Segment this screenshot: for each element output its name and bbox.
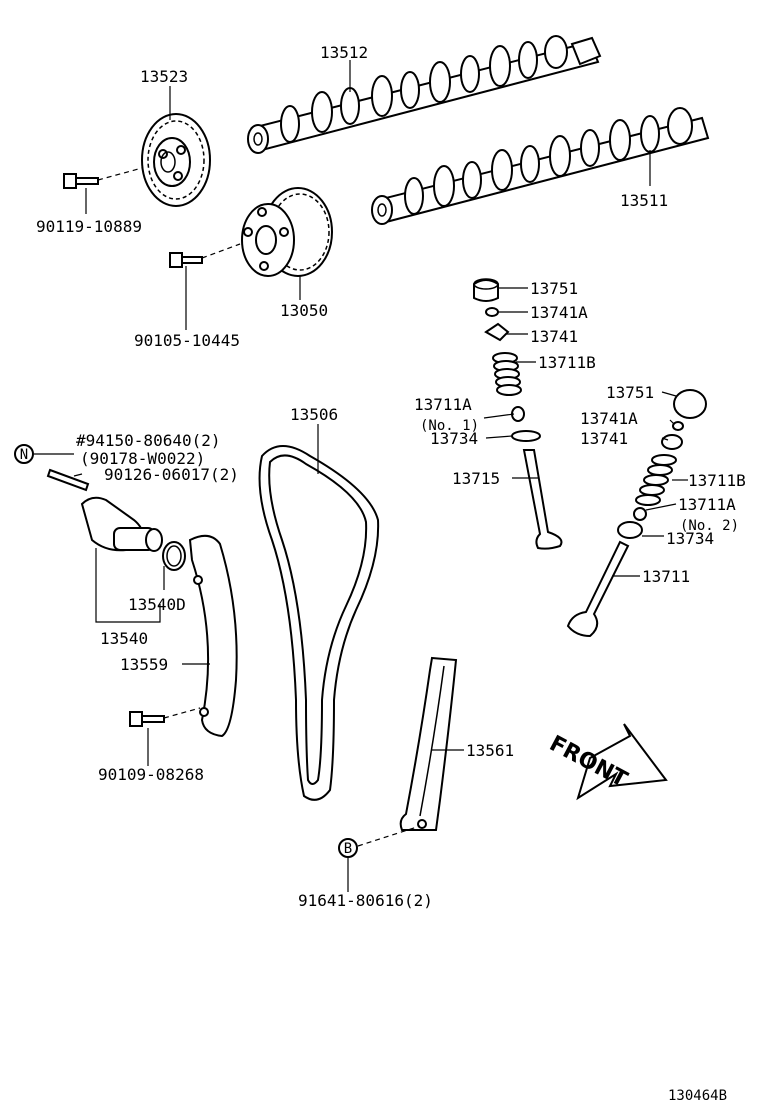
label-90126-06017: 90126-06017(2) [104, 465, 239, 484]
label-13512: 13512 [320, 43, 368, 62]
label-13511: 13511 [620, 191, 668, 210]
leader-lines [34, 60, 688, 892]
symbol-n-label: N [20, 447, 28, 463]
label-13711B-no2: 13711B [688, 471, 746, 490]
chain-damper-13561 [399, 656, 458, 831]
chain-guide-13559 [188, 534, 238, 738]
label-13734-no1: 13734 [430, 429, 478, 448]
label-13559: 13559 [120, 655, 168, 674]
valve-train-no1 [473, 278, 563, 550]
label-13734-no2: 13734 [666, 529, 714, 548]
part-labels: 13512 13523 13511 90119-10889 13050 9010… [36, 43, 746, 1104]
symbol-b-label: B [344, 841, 352, 857]
label-13506: 13506 [290, 405, 338, 424]
label-13741-no1: 13741 [530, 327, 578, 346]
label-13561: 13561 [466, 741, 514, 760]
camshaft-13512 [247, 35, 602, 154]
tensioner-13540 [46, 468, 186, 571]
valve-train-no2 [566, 389, 707, 638]
label-13715: 13715 [452, 469, 500, 488]
label-13741A-no1: 13741A [530, 303, 588, 322]
label-13711A-no1: 13711A [414, 395, 472, 414]
vvt-gear-13050 [241, 187, 333, 277]
bolt-90119-10889 [63, 167, 143, 189]
sprocket-13523 [141, 113, 211, 207]
label-no2: (No. 2) [680, 518, 739, 534]
label-91641-80616: 91641-80616(2) [298, 891, 433, 910]
label-90105-10445: 90105-10445 [134, 331, 240, 350]
label-13540D: 13540D [128, 595, 186, 614]
label-13751-no2: 13751 [606, 383, 654, 402]
label-13711A-no2: 13711A [678, 495, 736, 514]
camshaft-13511 [371, 107, 710, 225]
bolt-90109-08268 [129, 707, 201, 727]
label-no1: (No. 1) [420, 418, 479, 434]
label-13741A-no2: 13741A [580, 409, 638, 428]
label-13050: 13050 [280, 301, 328, 320]
label-94150-80640: #94150-80640(2) [76, 431, 221, 450]
label-13751-no1: 13751 [530, 279, 578, 298]
label-90119-10889: 90119-10889 [36, 217, 142, 236]
label-13523: 13523 [140, 67, 188, 86]
label-90109-08268: 90109-08268 [98, 765, 204, 784]
timing-chain-13506 [258, 445, 380, 801]
label-13711B-no1: 13711B [538, 353, 596, 372]
figure-number: 130464B [668, 1088, 727, 1104]
label-90178-W0022: (90178-W0022) [80, 449, 205, 468]
bolt-90105-10445 [169, 243, 241, 268]
label-13741-no2: 13741 [580, 429, 628, 448]
symbol-n: N [14, 444, 34, 464]
symbol-b: B [338, 838, 358, 858]
label-13540: 13540 [100, 629, 148, 648]
front-arrow: FRONT [545, 723, 668, 801]
label-13711: 13711 [642, 567, 690, 586]
